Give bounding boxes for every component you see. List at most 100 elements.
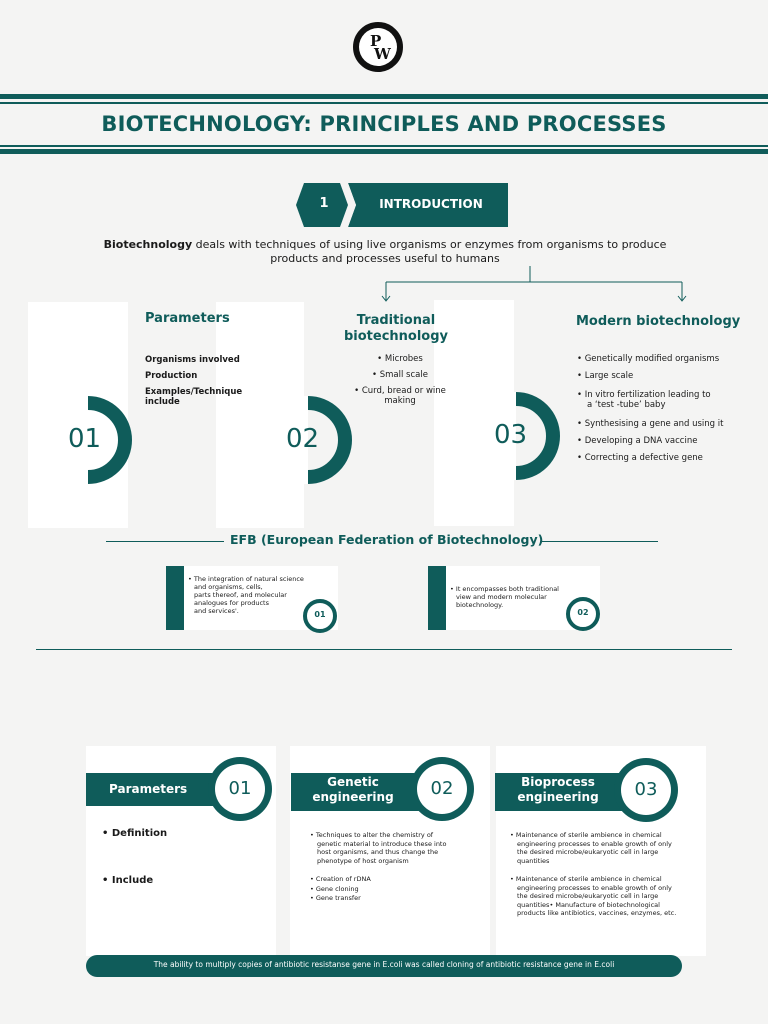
- list-item: • Gene cloning: [310, 884, 359, 893]
- section1-col1-heading: Parameters: [145, 311, 230, 326]
- list-item: • Genetically modified organisms: [577, 354, 720, 364]
- list-item: Examples/Technique: [145, 387, 243, 397]
- text-line: analogues for products: [194, 599, 269, 607]
- section1-gap: [128, 302, 216, 528]
- efb-rule-right: [540, 541, 658, 542]
- text-line: • Maintenance of sterile ambience in che…: [510, 875, 662, 883]
- text-line: and services'.: [194, 607, 239, 615]
- intro-connector-arrows: [381, 266, 687, 302]
- text-line: engineering processes to enable growth o…: [517, 839, 672, 848]
- section2-num-03: 03: [634, 779, 658, 800]
- intro-number: 1: [319, 196, 329, 211]
- text-line: biotechnology.: [456, 601, 504, 609]
- section2-num-02: 02: [430, 778, 454, 799]
- list-item: • Gene transfer: [310, 894, 361, 902]
- title-rule-top-thick: [0, 94, 768, 99]
- section1-col1-list: Organisms involved Production Examples/T…: [145, 355, 242, 407]
- text-line: • It encompasses both traditional: [450, 585, 559, 593]
- section2-col1-item-include: • Include: [102, 875, 154, 886]
- list-item: • Microbes: [377, 354, 423, 364]
- ring-01-mask: [44, 396, 88, 484]
- section1-col2-heading: Traditional biotechnology: [326, 313, 466, 345]
- text-line: host organisms, and thus change the: [317, 848, 439, 856]
- text-line: • Techniques to alter the chemistry of: [310, 831, 434, 839]
- list-item: • In vitro fertilization leading to: [577, 390, 711, 400]
- section1-num-02: 02: [286, 424, 320, 454]
- section2-col1-heading: Parameters: [109, 782, 188, 796]
- efb-card-1-accent: [166, 566, 184, 630]
- intro-banner: [296, 183, 508, 227]
- text-line: engineering processes to enable growth o…: [517, 883, 672, 892]
- title-rule-top-thin: [0, 102, 768, 104]
- intro-lead-rest: deals with techniques of using live orga…: [192, 238, 667, 251]
- section-divider: [36, 649, 732, 650]
- text-line: • The integration of natural science: [188, 575, 304, 583]
- heading-line: Genetic: [327, 775, 379, 789]
- text-line: products like antibiotics, vaccines, enz…: [517, 909, 677, 917]
- section1-num-01: 01: [68, 424, 102, 454]
- section2-badge-1-inner: [215, 764, 265, 814]
- section2-col2-heading: Genetic engineering: [298, 775, 408, 805]
- ring-03-mask: [472, 392, 516, 480]
- section2-col2-list: • Creation of rDNA • Gene cloning • Gene…: [310, 875, 490, 904]
- section1-col2-list: • Microbes • Small scale • Curd, bread o…: [340, 354, 460, 406]
- title-rule-bottom-thin: [0, 145, 768, 147]
- intro-lead-line2: products and processes useful to humans: [270, 252, 500, 265]
- text-line: • Maintenance of sterile ambience in che…: [510, 831, 662, 839]
- heading-line: Traditional: [356, 313, 436, 328]
- section2-col3-heading: Bioprocess engineering: [503, 775, 613, 805]
- heading-line: Bioprocess: [521, 775, 595, 789]
- efb-card-2-accent: [428, 566, 446, 630]
- section2-col1-item-definition: • Definition: [102, 828, 168, 839]
- list-item: • Large scale: [577, 371, 634, 381]
- efb-card-2-badge: [566, 597, 600, 631]
- list-item: a ‘test -tube’ baby: [587, 400, 666, 410]
- section1-col3-list: • Genetically modified organisms • Large…: [577, 354, 747, 463]
- section1-col3-heading: Modern biotechnology: [576, 314, 741, 329]
- logo-letter-p: P: [370, 32, 382, 50]
- list-item: include: [145, 397, 180, 407]
- intro-lead-bold: Biotechnology: [103, 238, 193, 251]
- efb-card-1-num: 01: [314, 610, 326, 619]
- list-item: • Creation of rDNA: [310, 875, 371, 883]
- efb-card-1-text: • The integration of natural science and…: [188, 575, 338, 615]
- text-line: view and modern molecular: [456, 593, 547, 601]
- section1-num-03: 03: [494, 420, 528, 450]
- list-item: • Developing a DNA vaccine: [577, 436, 698, 446]
- heading-line: biotechnology: [343, 329, 449, 344]
- text-line: parts thereof, and molecular: [194, 591, 287, 599]
- intro-lead: Biotechnology deals with techniques of u…: [60, 238, 710, 266]
- footer-note-bar: [86, 955, 682, 977]
- footer-note: The ability to multiply copies of antibi…: [153, 960, 615, 969]
- list-item: making: [384, 396, 416, 406]
- list-item: Production: [145, 371, 198, 381]
- efb-card-1-badge: [303, 599, 337, 633]
- list-item: • Synthesising a gene and using it: [577, 419, 724, 429]
- list-item: • Small scale: [372, 370, 428, 380]
- efb-card-2-num: 02: [577, 608, 589, 617]
- text-line: quantities: [517, 856, 550, 865]
- ring-02-mask: [264, 396, 308, 484]
- section2-badge-3-inner: [621, 765, 671, 815]
- section2-badge-2-inner: [417, 764, 467, 814]
- efb-rule-left: [106, 541, 224, 542]
- section2-col3-para1: • Maintenance of sterile ambience in che…: [510, 831, 706, 865]
- efb-heading: EFB (European Federation of Biotechnolog…: [230, 532, 544, 547]
- list-item: • Correcting a defective gene: [577, 453, 703, 463]
- intro-label: INTRODUCTION: [379, 197, 483, 211]
- section2-col3-para2: • Maintenance of sterile ambience in che…: [510, 875, 706, 918]
- text-line: quantities• Manufacture of biotechnologi…: [517, 900, 660, 909]
- pw-logo: P W: [353, 22, 403, 72]
- list-item: • Curd, bread or wine: [354, 386, 446, 396]
- title-rule-bottom-thick: [0, 149, 768, 154]
- section2-num-01: 01: [228, 778, 252, 799]
- heading-line: engineering: [517, 790, 599, 804]
- logo-letter-w: W: [374, 45, 391, 63]
- text-line: phenotype of host organism: [317, 856, 409, 865]
- page-title: BIOTECHNOLOGY: PRINCIPLES AND PROCESSES: [101, 112, 667, 136]
- text-line: the desired microbe/eukaryotic cell in l…: [517, 892, 659, 900]
- heading-line: engineering: [312, 790, 394, 804]
- text-line: the desired microbe/eukaryotic cell in l…: [517, 848, 659, 856]
- text-line: genetic material to introduce these into: [317, 839, 447, 848]
- efb-card-2-text: • It encompasses both traditional view a…: [450, 585, 600, 609]
